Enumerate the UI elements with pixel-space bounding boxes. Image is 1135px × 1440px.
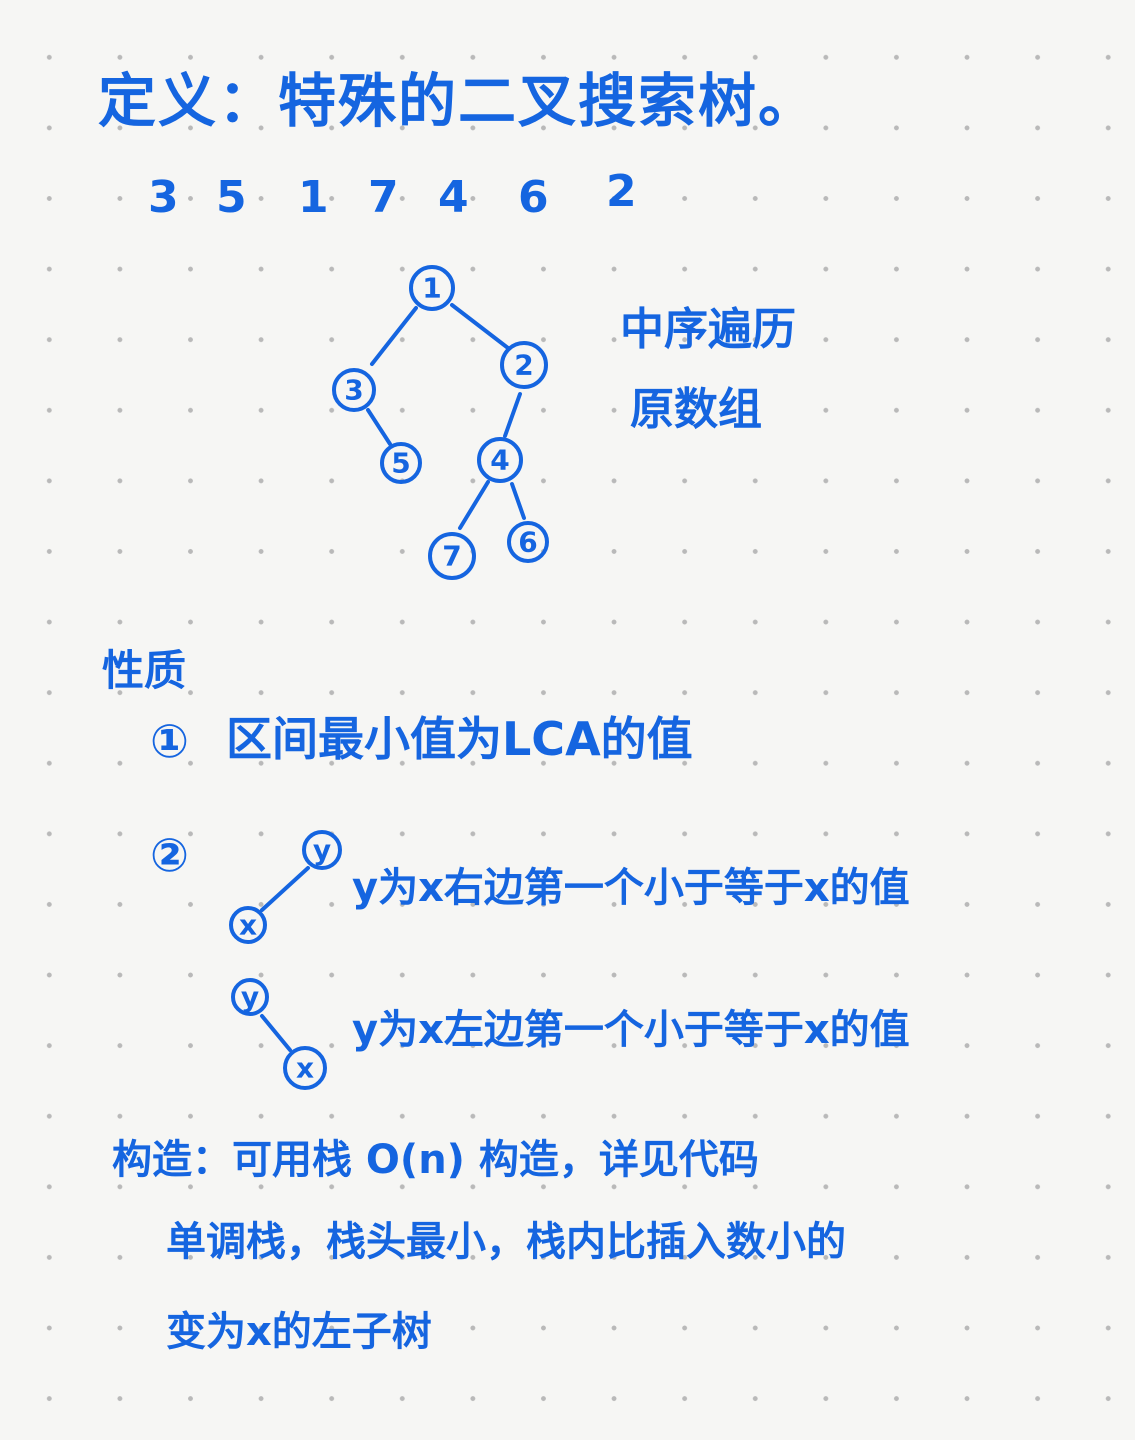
diagram-node-label: x: [296, 1052, 314, 1085]
sequence-item: 1: [298, 172, 329, 223]
tree-edge: [366, 408, 392, 446]
sequence-item: 4: [438, 172, 469, 223]
diagram-node-y: y: [231, 978, 269, 1016]
sequence-item: 3: [148, 172, 179, 223]
tree-node: 6: [507, 521, 549, 563]
property2-marker: ②: [150, 828, 189, 882]
property2a-text: y为x右边第一个小于等于x的值: [352, 865, 910, 911]
tree-edge: [510, 482, 526, 520]
tree-edge: [370, 306, 418, 366]
diagram-node-label: y: [241, 981, 259, 1014]
page-title: 定义：特殊的二叉搜索树。: [98, 67, 819, 135]
tree-node: 7: [428, 532, 476, 580]
tree-node: 5: [380, 442, 422, 484]
tree-node: 1: [409, 265, 455, 311]
diagram-node-y: y: [302, 830, 342, 870]
tree-node-label: 5: [391, 447, 410, 480]
tree-node: 4: [477, 437, 523, 483]
tree-node: 3: [332, 368, 376, 412]
tree-node-label: 3: [344, 374, 363, 407]
diagram-node-label: y: [313, 834, 331, 867]
property1-marker: ①: [150, 714, 189, 768]
tree-node-label: 2: [514, 349, 533, 382]
construction-line1: 构造：可用栈 O(n) 构造，详见代码: [112, 1137, 759, 1183]
sequence-item: 2: [606, 166, 637, 217]
tree-edge: [503, 392, 522, 438]
diagram-node-x: x: [283, 1046, 327, 1090]
tree-node: 2: [500, 341, 548, 389]
diagram-edge: [260, 866, 310, 912]
tree-node-label: 7: [442, 540, 461, 573]
diagram-edge: [260, 1014, 292, 1052]
tree-edge: [458, 480, 490, 530]
sequence-item: 5: [216, 172, 247, 223]
tree-node-label: 4: [490, 444, 509, 477]
sequence-item: 7: [368, 172, 399, 223]
property1-text: 区间最小值为LCA的值: [226, 712, 693, 766]
property2b-text: y为x左边第一个小于等于x的值: [352, 1007, 910, 1053]
side-note-line2: 原数组: [630, 384, 762, 435]
diagram-node-label: x: [239, 909, 257, 942]
properties-heading: 性质: [102, 646, 187, 695]
sequence-item: 6: [518, 172, 549, 223]
construction-line3: 变为x的左子树: [166, 1309, 432, 1355]
construction-line2: 单调栈，栈头最小，栈内比插入数小的: [166, 1219, 846, 1265]
diagram-node-x: x: [229, 906, 267, 944]
tree-node-label: 1: [422, 272, 441, 305]
side-note-line1: 中序遍历: [620, 304, 796, 355]
tree-edge: [450, 303, 510, 350]
tree-node-label: 6: [518, 526, 537, 559]
